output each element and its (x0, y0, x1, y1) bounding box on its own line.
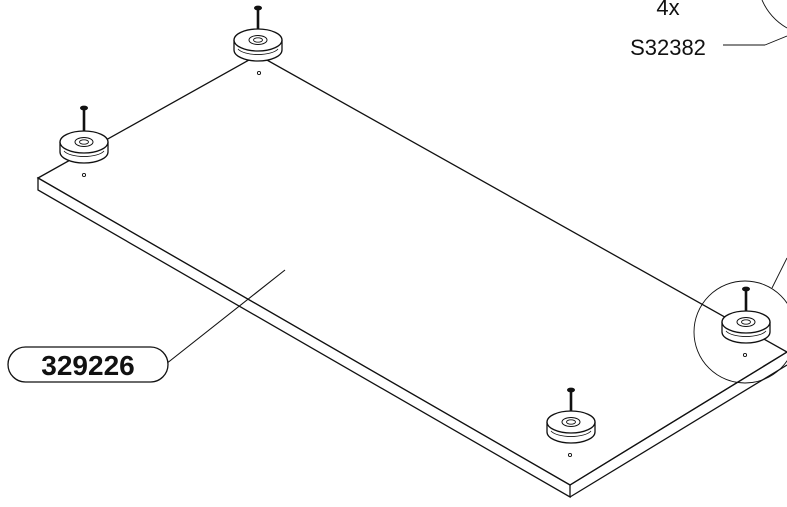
part-number: 329226 (41, 350, 134, 381)
glide-back-right (233, 4, 283, 62)
detail-circle-icon (693, 280, 787, 384)
hardware-code: S32382 (630, 35, 706, 60)
glide-front-right (721, 285, 771, 344)
pilot-holes (81, 70, 748, 458)
hardware-quantity: 4x (656, 0, 679, 20)
part-number-pill (7, 346, 169, 383)
callout-bubble-outline (761, 0, 787, 29)
glide-back-left (59, 104, 109, 164)
